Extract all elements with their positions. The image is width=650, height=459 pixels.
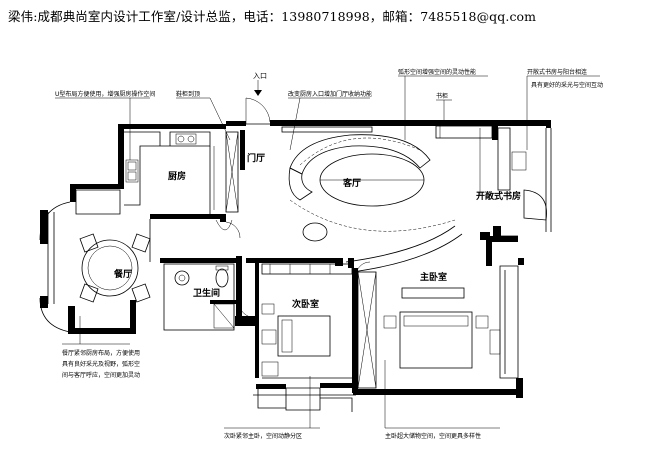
door-swings (215, 219, 501, 319)
room-label-kitchen: 厨房 (168, 170, 186, 182)
note-arc-space: 弧形空间增强空间的灵动性能 (398, 68, 476, 76)
note-dining-2: 具有良好采光及视野，弧形空 (62, 360, 140, 368)
note-bookcase: 书柜 (436, 92, 448, 100)
room-label-study: 开敞式书房 (476, 190, 521, 202)
outer-walls (40, 120, 551, 398)
room-label-second-bedroom: 次卧室 (292, 298, 319, 310)
bathroom-fixtures (163, 263, 235, 331)
entrance-door (245, 80, 271, 125)
window-lines (39, 126, 552, 412)
room-label-foyer: 门厅 (247, 152, 265, 164)
room-label-bathroom: 卫生间 (193, 287, 220, 299)
annotations: U型布局方便使用，增强厨房操作空间 鞋柜到顶 改变厨房入口增加门厅收纳功能 弧形… (55, 68, 603, 440)
interior-walls (150, 130, 492, 393)
designer-header: 梁伟:成都典尚室内设计工作室/设计总监，电话：13980718998，邮箱：74… (8, 9, 537, 24)
note-storage-entrance: 改变厨房入口增加门厅收纳功能 (288, 90, 372, 98)
room-label-living: 客厅 (342, 177, 361, 189)
room-label-master-bedroom: 主卧室 (420, 271, 447, 283)
note-shoe-cabinet: 鞋柜到顶 (176, 90, 200, 98)
leader-lines (55, 75, 600, 429)
master-bedroom-furniture (357, 271, 501, 389)
room-labels: 厨房 门厅 客厅 开敞式书房 餐厅 卫生间 次卧室 主卧室 入口 (113, 72, 521, 310)
note-open-study-1: 开敞式书房与阳台相连 (527, 68, 587, 76)
note-second-bedroom: 次卧紧邻主卧，空间动静分区 (224, 432, 302, 440)
second-bedroom-furniture (261, 263, 353, 379)
note-dining-3: 间与客厅呼应，空间更加灵动 (62, 371, 140, 379)
note-u-kitchen: U型布局方便使用，增强厨房操作空间 (55, 90, 155, 98)
note-master-bedroom: 主卧超大储物空间，空间更具多样性 (385, 432, 481, 440)
note-dining-1: 餐厅紧邻厨房布局，方便使用 (62, 349, 140, 357)
entrance-label: 入口 (253, 72, 267, 80)
note-open-study-2: 具有更好的采光与空间互动 (531, 81, 603, 89)
dining-furniture (79, 219, 151, 303)
kitchen-furniture (124, 131, 239, 214)
study-furniture (435, 125, 547, 221)
living-room-furniture (281, 126, 463, 273)
room-label-dining: 餐厅 (113, 268, 132, 280)
